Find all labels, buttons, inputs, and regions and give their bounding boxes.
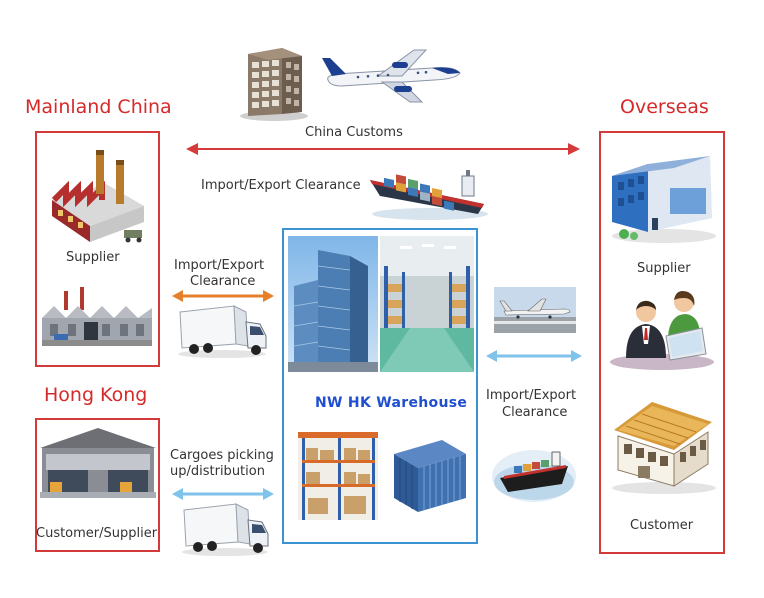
mainland-warehouse-double-arrow: [172, 290, 274, 302]
factory-building-icon: [40, 282, 154, 348]
customs-double-arrow: [186, 143, 580, 155]
china-customs-label: China Customs: [305, 125, 403, 140]
overseas-customer-label: Customer: [630, 518, 694, 533]
hk-warehouse-double-arrow: [172, 488, 274, 500]
import-export-left-label-2: Clearance: [190, 274, 256, 289]
factory-icon: [51, 150, 144, 243]
import-export-right-label-1: Import/Export: [486, 388, 577, 403]
region-title-hongkong: Hong Kong: [44, 384, 148, 406]
mainland-supplier-label: Supplier: [66, 250, 120, 265]
warehouse-overseas-double-arrow: [486, 350, 582, 362]
import-export-right-label-2: Clearance: [502, 405, 568, 420]
import-export-left-label-1: Import/Export: [174, 258, 265, 273]
warehouse-interior-image: [380, 236, 474, 372]
customer-building-icon: [612, 402, 716, 494]
business-people-icon: [610, 291, 714, 370]
truck-icon: [178, 305, 267, 358]
import-export-top-label: Import/Export Clearance: [201, 178, 361, 193]
office-building-icon: [240, 48, 308, 121]
warehouse-building-icon: [40, 428, 156, 498]
cargo-ship-icon: [370, 170, 488, 220]
region-title-mainland: Mainland China: [25, 96, 172, 118]
cargo-label-2: up/distribution: [170, 464, 265, 479]
office-tower-image: [288, 236, 378, 372]
warehouse-title: NW HK Warehouse: [315, 395, 468, 411]
ship-at-sea-icon: [492, 450, 576, 502]
overseas-supplier-label: Supplier: [637, 261, 691, 276]
airplane-icon: [322, 49, 461, 103]
overseas-office-icon: [612, 156, 716, 243]
airport-plane-image: [494, 287, 576, 333]
delivery-truck-icon: [182, 503, 269, 556]
storage-racks-image: [298, 432, 378, 520]
shipping-container-icon: [394, 440, 466, 512]
hk-customer-supplier-label: Customer/Supplier: [36, 526, 158, 541]
cargo-label-1: Cargoes picking: [170, 448, 274, 463]
region-title-overseas: Overseas: [620, 96, 709, 118]
